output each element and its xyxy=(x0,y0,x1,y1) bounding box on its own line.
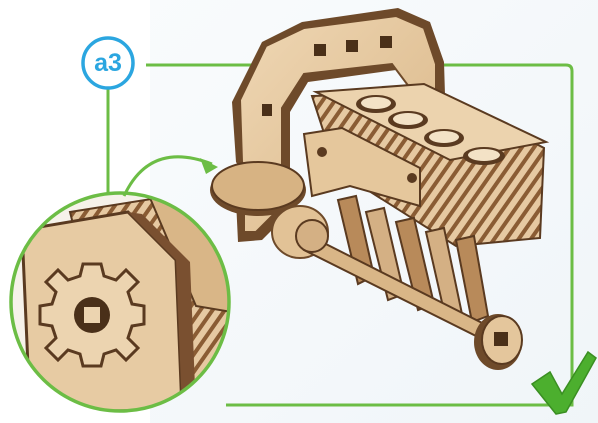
frame-slot xyxy=(314,44,326,56)
step-number-label: a3 xyxy=(86,48,130,78)
axle-end-cap xyxy=(474,314,522,370)
rear-gear xyxy=(296,220,328,252)
gear-detail xyxy=(40,264,144,366)
frame-slot xyxy=(380,36,392,48)
frame-slot xyxy=(262,104,272,116)
frame-slot xyxy=(346,40,358,52)
